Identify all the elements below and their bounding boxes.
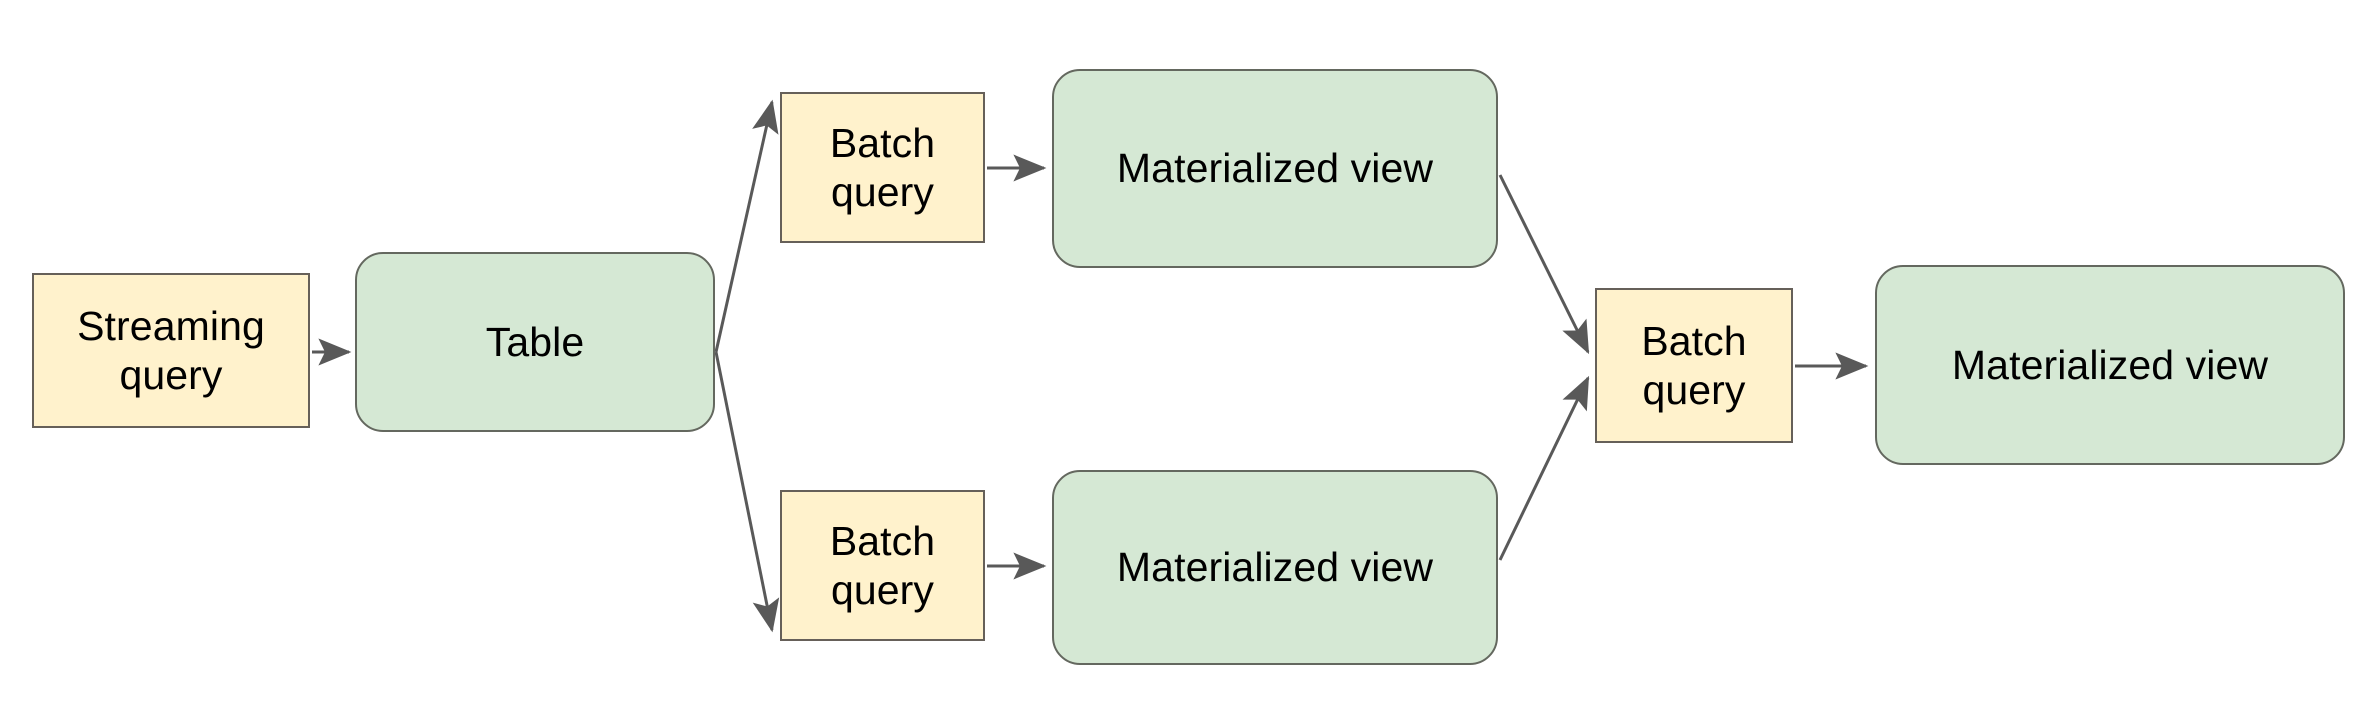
node-materialized-view-top[interactable]: Materialized view bbox=[1052, 69, 1498, 268]
edge-table-to-batch-top[interactable] bbox=[714, 99, 779, 353]
node-label-materialized-view-right: Materialized view bbox=[1951, 341, 2269, 388]
node-label-batch-query-top: Batch query bbox=[829, 120, 936, 215]
node-batch-query-bottom[interactable]: Batch query bbox=[780, 490, 985, 641]
node-label-streaming-query: Streaming query bbox=[77, 303, 265, 398]
edge-mv-top-to-batch-right[interactable] bbox=[1498, 174, 1590, 355]
node-label-batch-query-bottom: Batch query bbox=[829, 518, 936, 613]
node-batch-query-top[interactable]: Batch query bbox=[780, 92, 985, 243]
node-table[interactable]: Table bbox=[355, 252, 715, 432]
node-label-batch-query-right: Batch query bbox=[1641, 318, 1747, 413]
node-materialized-view-right[interactable]: Materialized view bbox=[1875, 265, 2345, 465]
edge-mv-bottom-to-batch-right[interactable] bbox=[1498, 375, 1590, 561]
node-label-materialized-view-bottom: Materialized view bbox=[1116, 544, 1434, 591]
edge-table-to-batch-bottom[interactable] bbox=[714, 351, 780, 633]
node-batch-query-right[interactable]: Batch query bbox=[1595, 288, 1793, 443]
node-materialized-view-bottom[interactable]: Materialized view bbox=[1052, 470, 1498, 665]
node-streaming-query[interactable]: Streaming query bbox=[32, 273, 310, 428]
node-label-materialized-view-top: Materialized view bbox=[1116, 145, 1434, 192]
node-label-table: Table bbox=[485, 318, 585, 365]
